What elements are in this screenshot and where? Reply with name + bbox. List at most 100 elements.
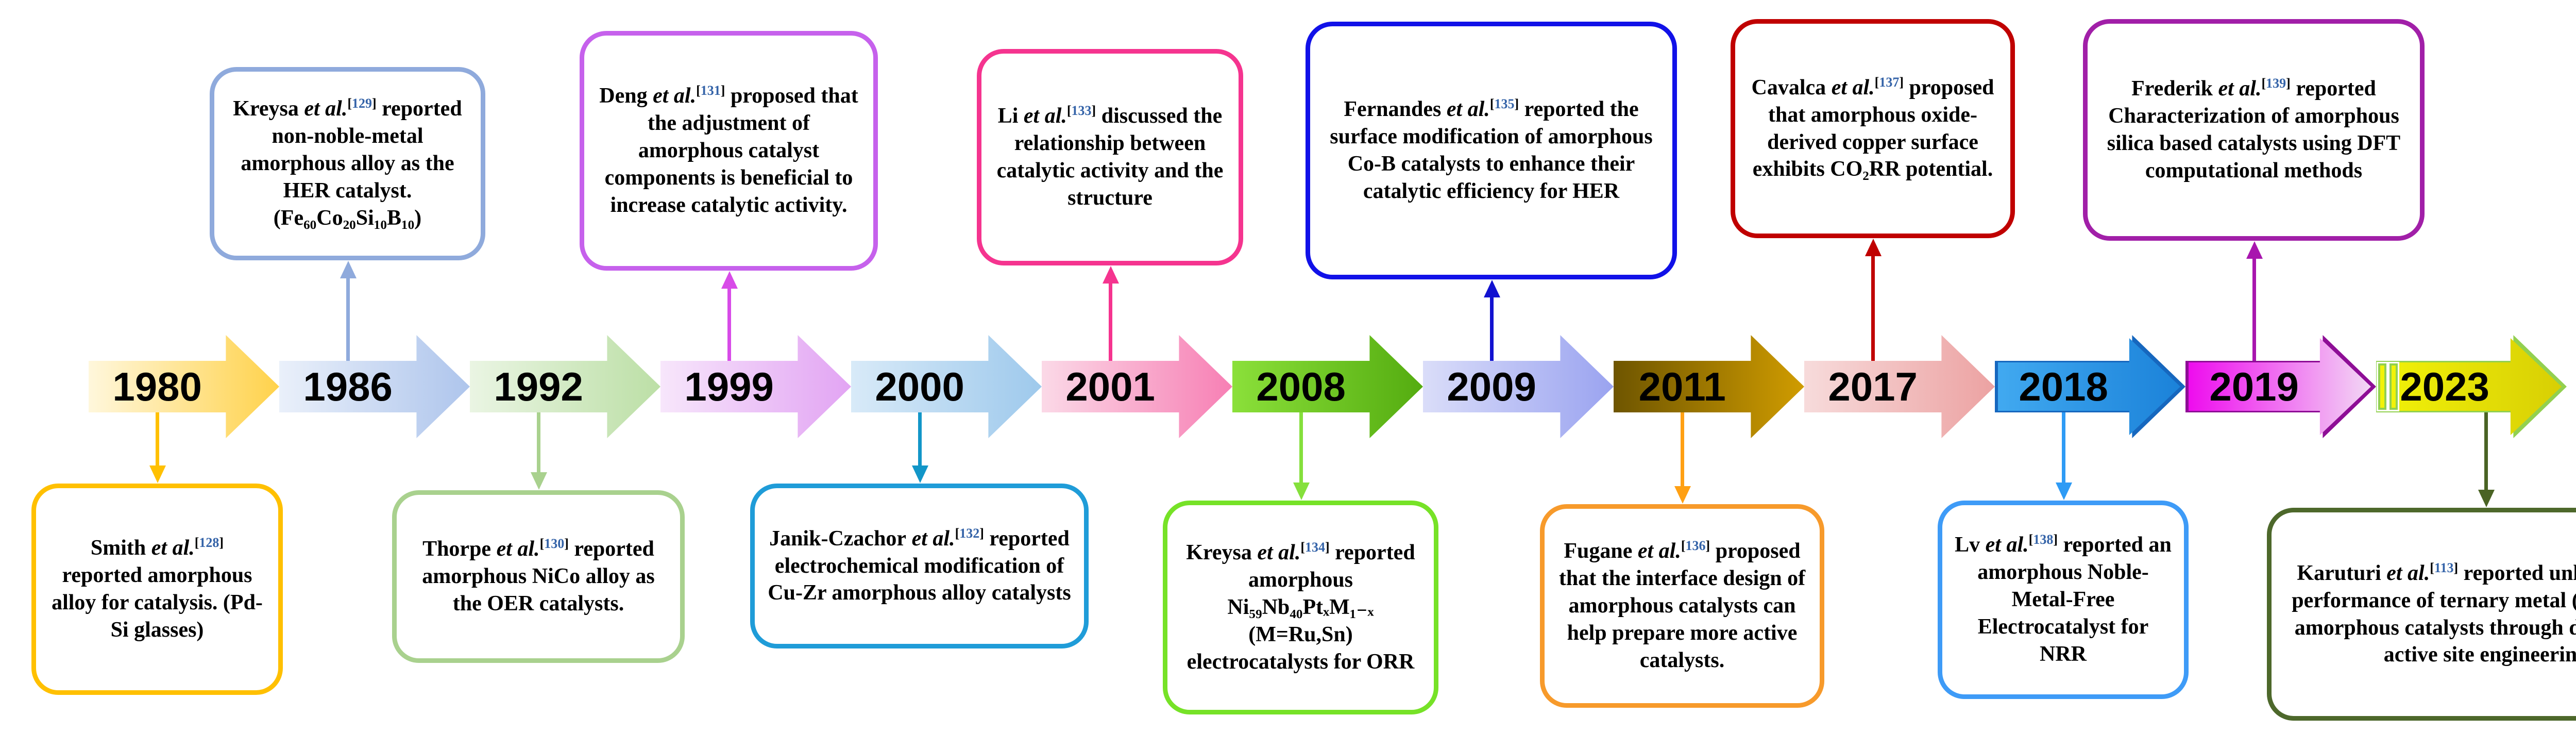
event-box-karuturi-113: Karuturi et al.[113] reported unlocking … — [2267, 508, 2576, 721]
citation-number: 130 — [544, 536, 565, 552]
et-al: et al. — [1018, 104, 1067, 128]
event-box-text: Frederik et al.[139] reported Characteri… — [2100, 75, 2408, 185]
event-description: proposed that amorphous oxide-derived co… — [1752, 75, 1994, 181]
citation-bracket: [ — [1300, 540, 1305, 555]
event-description: discussed the relationship between catal… — [996, 104, 1224, 210]
author-name: Karuturi — [2297, 561, 2381, 585]
citation-number: 137 — [1879, 74, 1900, 90]
event-description: reported an amorphous Noble-Metal-Free E… — [1977, 533, 2172, 666]
event-description: reported unlocking the performance of te… — [2292, 561, 2576, 667]
event-box-janik-czachor-132: Janik-Czachor et al.[132] reported elect… — [750, 484, 1089, 648]
year-label-2000: 2000 — [875, 363, 964, 409]
connector-1980-smith — [149, 412, 166, 483]
event-box-text: Smith et al.[128] reported amorphous all… — [48, 535, 266, 644]
timeline-arrow-2001: 2001 — [1042, 335, 1232, 438]
year-label-2001: 2001 — [1065, 363, 1155, 409]
year-label-1999: 1999 — [684, 363, 774, 409]
citation-number: 129 — [352, 96, 372, 111]
et-al: et al. — [1441, 97, 1490, 122]
connector-1999-deng — [721, 271, 738, 361]
event-description: proposed that the interface design of am… — [1558, 539, 1806, 672]
timeline-break-bar — [2388, 362, 2399, 411]
et-al: et al. — [2213, 77, 2262, 101]
year-label-1992: 1992 — [494, 363, 583, 409]
citation-number: 136 — [1685, 538, 1706, 554]
timeline-arrow-1992: 1992 — [470, 335, 660, 438]
et-al: et al. — [647, 84, 697, 108]
citation-bracket: ] — [720, 83, 725, 98]
event-box-text: Fernandes et al.[135] reported the surfa… — [1323, 96, 1660, 205]
event-box-thorpe-130: Thorpe et al.[130] reported amorphous Ni… — [392, 490, 685, 663]
citation-bracket: [ — [194, 535, 199, 551]
citation-bracket: ] — [979, 525, 984, 541]
author-name: Thorpe — [422, 537, 492, 561]
citation-ref: [138] — [2029, 532, 2058, 547]
timeline-arrow-2009: 2009 — [1423, 335, 1614, 438]
et-al: et al. — [1251, 541, 1301, 565]
year-label-2023: 2023 — [2400, 363, 2489, 409]
author-name: Li — [997, 104, 1019, 128]
citation-ref: [128] — [195, 535, 224, 550]
event-box-fernandes-135: Fernandes et al.[135] reported the surfa… — [1306, 22, 1677, 279]
citation-ref: [133] — [1067, 103, 1096, 118]
event-box-li-133: Li et al.[133] discussed the relationshi… — [977, 49, 1243, 265]
citation-bracket: [ — [1874, 74, 1879, 90]
year-label-2008: 2008 — [1256, 363, 1346, 409]
author-name: Frederik — [2131, 77, 2213, 101]
citation-number: 133 — [1071, 103, 1092, 119]
citation-ref: [136] — [1681, 538, 1710, 553]
year-label-2017: 2017 — [1828, 363, 1918, 409]
citation-bracket: ] — [219, 535, 224, 551]
timeline-arrow-1999: 1999 — [660, 335, 851, 438]
author-name: Cavalca — [1751, 75, 1826, 99]
timeline-arrow-2017: 2017 — [1804, 335, 1995, 438]
citation-bracket: ] — [1899, 74, 1904, 90]
connector-1986-kreysa — [340, 261, 357, 361]
event-description: reported non-noble-metal amorphous alloy… — [241, 97, 462, 230]
citation-bracket: [ — [539, 536, 545, 552]
citation-number: 132 — [959, 525, 980, 541]
event-box-text: Janik-Czachor et al.[132] reported elect… — [767, 525, 1072, 607]
et-al: et al. — [2381, 561, 2430, 585]
citation-bracket: ] — [1705, 538, 1710, 554]
connector-2011-fugane — [1674, 412, 1691, 504]
citation-number: 134 — [1305, 540, 1325, 555]
event-description: reported amorphous NiCo alloy as the OER… — [422, 537, 655, 615]
author-name: Kreysa — [1186, 541, 1252, 565]
timeline-arrow-2008: 2008 — [1232, 335, 1423, 438]
citation-ref: [130] — [540, 536, 569, 551]
citation-bracket: ] — [564, 536, 569, 552]
et-al: et al. — [298, 97, 348, 121]
connector-2008-kreysa — [1293, 412, 1310, 500]
event-box-text: Lv et al.[138] reported an amorphous Nob… — [1955, 531, 2172, 668]
citation-bracket: [ — [1489, 96, 1495, 112]
event-box-text: Karuturi et al.[113] reported unlocking … — [2284, 560, 2576, 669]
event-box-text: Deng et al.[131] proposed that the adjus… — [597, 82, 861, 219]
event-box-text: Cavalca et al.[137] proposed that amorph… — [1748, 74, 1998, 184]
citation-number: 135 — [1494, 96, 1515, 112]
author-name: Fugane — [1564, 539, 1633, 563]
et-al: et al. — [1632, 539, 1681, 563]
et-al: et al. — [1826, 75, 1875, 99]
event-box-text: Thorpe et al.[130] reported amorphous Ni… — [409, 536, 668, 618]
event-description: reported amorphous alloy for catalysis. … — [52, 563, 263, 642]
citation-number: 139 — [2266, 76, 2286, 91]
citation-bracket: [ — [347, 96, 352, 111]
event-description: reported amorphous Ni₅₉Nb₄₀PtₓM₁₋ₓ (M=Ru… — [1187, 541, 1415, 674]
event-box-fugane-136: Fugane et al.[136] proposed that the int… — [1540, 504, 1824, 708]
citation-bracket: ] — [372, 96, 377, 111]
event-box-text: Li et al.[133] discussed the relationshi… — [994, 103, 1226, 212]
author-name: Smith — [90, 536, 146, 560]
event-box-smith-128: Smith et al.[128] reported amorphous all… — [31, 484, 283, 695]
event-box-cavalca-137: Cavalca et al.[137] proposed that amorph… — [1731, 19, 2015, 238]
timeline-arrow-1980: 1980 — [89, 335, 279, 438]
connector-1992-thorpe — [530, 412, 547, 490]
citation-number: 138 — [2033, 532, 2054, 547]
author-name: Deng — [599, 84, 648, 108]
citation-ref: [132] — [955, 526, 984, 541]
connector-2018-lv — [2055, 412, 2072, 500]
timeline-break-bar — [2377, 362, 2388, 411]
timeline-arrow-2000: 2000 — [851, 335, 1042, 438]
citation-bracket: ] — [2053, 532, 2058, 547]
event-description: reported electrochemical modification of… — [768, 526, 1071, 605]
